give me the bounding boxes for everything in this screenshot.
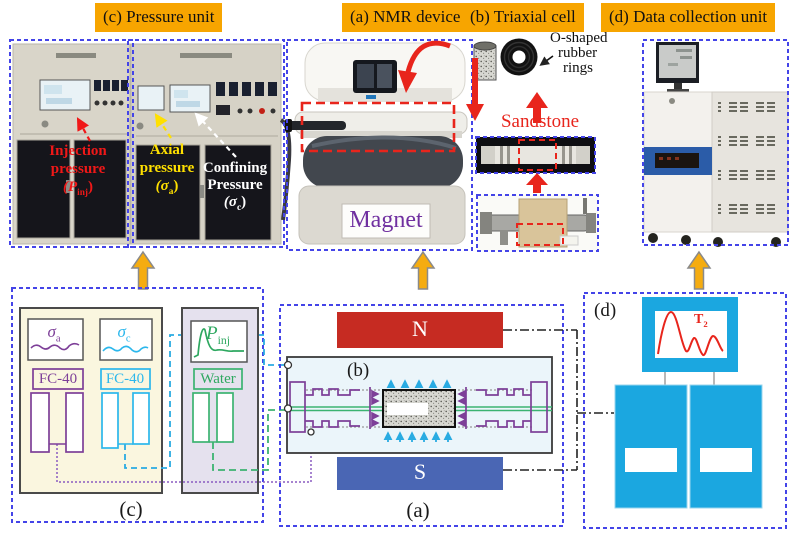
pressure-schematic <box>11 287 312 523</box>
axial-pressure-symbol: (σa) <box>155 178 179 197</box>
section-label-pressure-unit: (c) Pressure unit <box>95 3 223 32</box>
section-label-nmr-device: (a) NMR device <box>342 3 469 32</box>
data-schematic <box>583 292 787 529</box>
magnet-north-label: N <box>412 316 428 341</box>
oring-label-line2: rubber <box>558 45 598 61</box>
confining-pressure-label-line1: Confining <box>202 160 268 176</box>
gauge-axial-label: σa <box>47 322 61 345</box>
panel-c-label: (c) <box>119 497 143 521</box>
magnet-label: Magnet <box>349 207 423 233</box>
flow-arrows-up <box>130 250 712 290</box>
pump-fc40-confining-label: FC-40 <box>105 371 145 387</box>
pump-fc40-axial-label: FC-40 <box>38 371 78 387</box>
confining-pressure-symbol: (σc) <box>223 194 247 213</box>
gauge-confining-label: σc <box>117 322 131 345</box>
sandstone-label: Sandstone <box>500 111 580 132</box>
t2-curve-label: T2 <box>694 312 708 329</box>
gauge-injection-label: Pinj <box>206 323 231 347</box>
panel-d-label: (d) <box>594 300 617 321</box>
pump-water-label: Water <box>200 371 236 387</box>
section-label-data-collection: (d) Data collection unit <box>601 3 776 32</box>
axial-pressure-label-line2: pressure <box>139 160 195 176</box>
injection-pressure-label-line1: Injection <box>49 143 107 159</box>
triaxial-cell-photos <box>466 38 599 252</box>
nmr-device-photo <box>285 39 473 251</box>
magnet-south-label: S <box>413 459 427 484</box>
cell-b-label: (b) <box>347 360 370 381</box>
axial-pressure-label-line1: Axial <box>149 142 185 158</box>
panel-a-label: (a) <box>406 498 430 522</box>
injection-pressure-symbol: (Pinj) <box>62 179 94 198</box>
data-collection-photo <box>642 39 789 247</box>
oring-label-line3: rings <box>563 60 593 76</box>
section-label-triaxial-cell: (b) Triaxial cell <box>462 3 584 32</box>
nmr-schematic <box>279 304 614 527</box>
confining-pressure-label-line2: Pressure <box>207 177 263 193</box>
injection-pressure-label-line2: pressure <box>50 161 106 177</box>
pressure-unit-photo <box>9 39 292 248</box>
oring-label-line1: O-shaped <box>550 30 608 46</box>
